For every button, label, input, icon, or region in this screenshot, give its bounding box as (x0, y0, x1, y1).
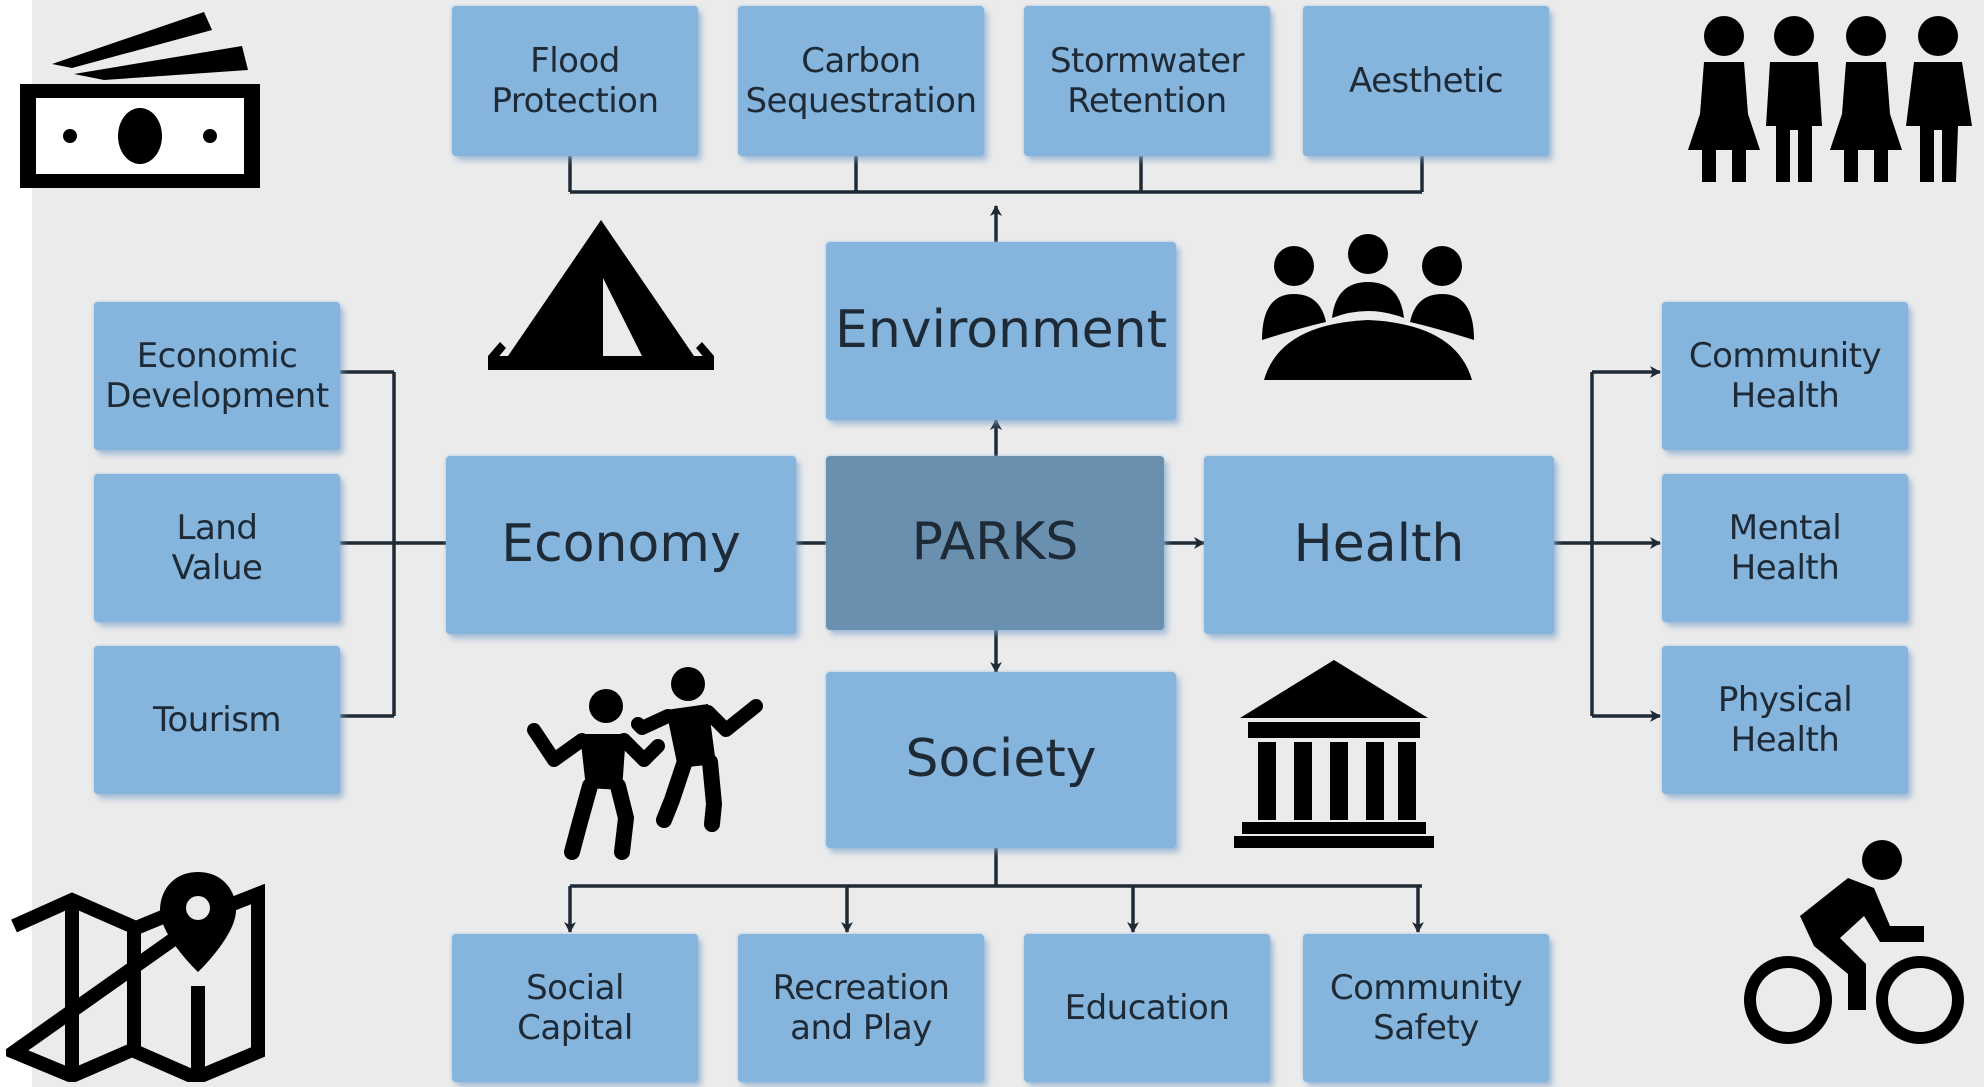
label-parks: PARKS (911, 512, 1079, 573)
label-tourism: Tourism (152, 699, 282, 740)
box-society: Society (826, 672, 1176, 848)
box-community-health: Community Health (1662, 302, 1908, 450)
family-icon (1688, 16, 1972, 182)
label-mental-health: Mental Health (1728, 507, 1842, 588)
money-icon (20, 12, 260, 188)
government-building-icon (1234, 660, 1434, 848)
box-parks: PARKS (826, 456, 1164, 630)
tent-icon (488, 220, 714, 370)
box-mental-health: Mental Health (1662, 474, 1908, 622)
cyclist-icon (1744, 840, 1964, 1044)
box-flood-protection: Flood Protection (452, 6, 698, 156)
audience-icon (1262, 234, 1474, 380)
label-economy: Economy (501, 514, 741, 575)
box-physical-health: Physical Health (1662, 646, 1908, 794)
label-environment: Environment (834, 300, 1168, 361)
label-community-safety: Community Safety (1329, 967, 1523, 1048)
label-physical-health: Physical Health (1717, 679, 1853, 760)
box-carbon-sequestration: Carbon Sequestration (738, 6, 984, 156)
dancing-people-icon (527, 667, 763, 860)
map-location-icon (6, 872, 265, 1082)
label-flood-protection: Flood Protection (491, 40, 659, 121)
box-economic-development: Economic Development (94, 302, 340, 450)
box-community-safety: Community Safety (1303, 934, 1549, 1082)
label-health: Health (1293, 514, 1465, 575)
box-aesthetic: Aesthetic (1303, 6, 1549, 156)
label-land-value: Land Value (171, 507, 263, 588)
box-recreation-and-play: Recreation and Play (738, 934, 984, 1082)
box-tourism: Tourism (94, 646, 340, 794)
label-recreation-and-play: Recreation and Play (772, 967, 950, 1048)
label-social-capital: Social Capital (517, 967, 633, 1048)
label-education: Education (1064, 987, 1230, 1028)
box-economy: Economy (446, 456, 796, 634)
label-economic-development: Economic Development (105, 335, 329, 416)
box-stormwater-retention: Stormwater Retention (1024, 6, 1270, 156)
label-stormwater-retention: Stormwater Retention (1049, 40, 1245, 121)
label-community-health: Community Health (1688, 335, 1882, 416)
label-society: Society (905, 729, 1097, 790)
box-social-capital: Social Capital (452, 934, 698, 1082)
box-environment: Environment (826, 242, 1176, 420)
box-land-value: Land Value (94, 474, 340, 622)
label-aesthetic: Aesthetic (1348, 60, 1504, 101)
label-carbon-sequestration: Carbon Sequestration (745, 40, 977, 121)
box-education: Education (1024, 934, 1270, 1082)
box-health: Health (1204, 456, 1554, 634)
